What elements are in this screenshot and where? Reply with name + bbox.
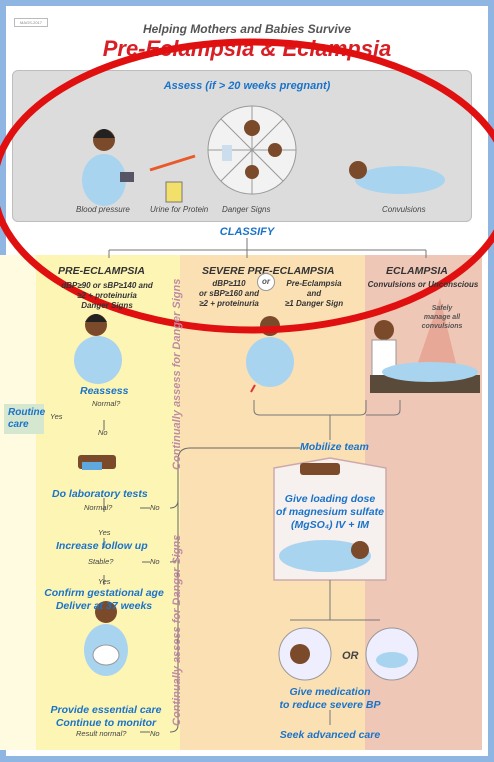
side-label-bottom: Continually assess for Danger Signs	[171, 534, 183, 726]
mobilize-team-label: Mobilize team	[300, 441, 369, 453]
essential-care-label: Provide essential care Continue to monit…	[50, 704, 162, 729]
severe-criteria-right: Pre-Eclampsia and ≥1 Danger Sign	[284, 279, 344, 308]
urine-cup-icon	[149, 154, 196, 203]
medication-label: Give medication to reduce severe BP	[279, 686, 381, 711]
caption-blood-pressure: Blood pressure	[76, 205, 130, 214]
poster-tag: MAGS-2017	[14, 18, 48, 27]
classify-label: CLASSIFY	[219, 226, 275, 238]
normal-question: Normal?	[92, 399, 121, 408]
confirm-deliver-label: Confirm gestational age Deliver at 37 we…	[44, 587, 164, 612]
no-label-4: No	[150, 729, 160, 738]
highlight-ellipse	[0, 38, 494, 334]
convulsions-woman-icon	[349, 161, 445, 194]
danger-signs-circle-icon	[207, 105, 297, 195]
medication-circle-left-icon	[278, 627, 332, 681]
lab-tests-label: Do laboratory tests	[52, 488, 148, 500]
routine-column	[0, 255, 36, 750]
routine-care-box: Routine care	[4, 404, 45, 434]
eclampsia-heading: ECLAMPSIA	[386, 265, 448, 277]
lab-test-icon	[78, 455, 116, 470]
severe-criteria-left: dBP≥110 or sBP≥160 and ≥2 + proteinuria	[199, 279, 259, 308]
no-label-2: No	[150, 503, 160, 512]
yes-label-3: Yes	[98, 577, 111, 586]
woman-with-baby-icon	[84, 601, 128, 676]
organization-name: Helping Mothers and Babies Survive	[142, 22, 352, 36]
eclampsia-criteria: Convulsions or Unconscious	[367, 280, 479, 289]
side-label-top: Continually assess for Danger Signs	[171, 278, 183, 470]
assess-title: Assess (if > 20 weeks pregnant)	[163, 80, 331, 92]
safely-manage-label: Safely manage all convulsions	[421, 305, 463, 330]
increase-follow-label: Increase follow up	[56, 540, 148, 552]
loading-dose-label: Give loading dose of magnesium sulfate (…	[276, 493, 384, 531]
loading-dose-panel	[273, 457, 387, 581]
seek-advanced-care-label: Seek advanced care	[279, 729, 381, 741]
no-label: No	[98, 428, 108, 437]
pre-criteria: dBP≥90 or sBP≥140 and ≥2 + proteinuria D…	[61, 281, 153, 310]
yes-label: Yes	[50, 412, 63, 421]
blood-pressure-woman-icon	[82, 129, 134, 206]
caption-urine: Urine for Protein	[150, 205, 209, 214]
caption-danger-signs: Danger Signs	[222, 205, 271, 214]
or-badge: or	[257, 273, 275, 291]
stable-question: Stable?	[88, 557, 114, 566]
caption-convulsions: Convulsions	[382, 205, 426, 214]
yes-label-2: Yes	[98, 528, 111, 537]
medication-circle-right-icon	[365, 627, 419, 681]
result-question: Result normal?	[76, 729, 127, 738]
pregnant-woman-icon	[74, 314, 122, 384]
no-label-3: No	[150, 557, 160, 566]
severe-heading: SEVERE PRE-ECLAMPSIA	[202, 265, 335, 277]
or-label: OR	[342, 650, 359, 662]
eclampsia-patient-icon	[370, 298, 480, 393]
reassess-label: Reassess	[80, 385, 129, 397]
pre-eclampsia-heading: PRE-ECLAMPSIA	[58, 265, 145, 277]
normal-question-2: Normal?	[84, 503, 113, 512]
